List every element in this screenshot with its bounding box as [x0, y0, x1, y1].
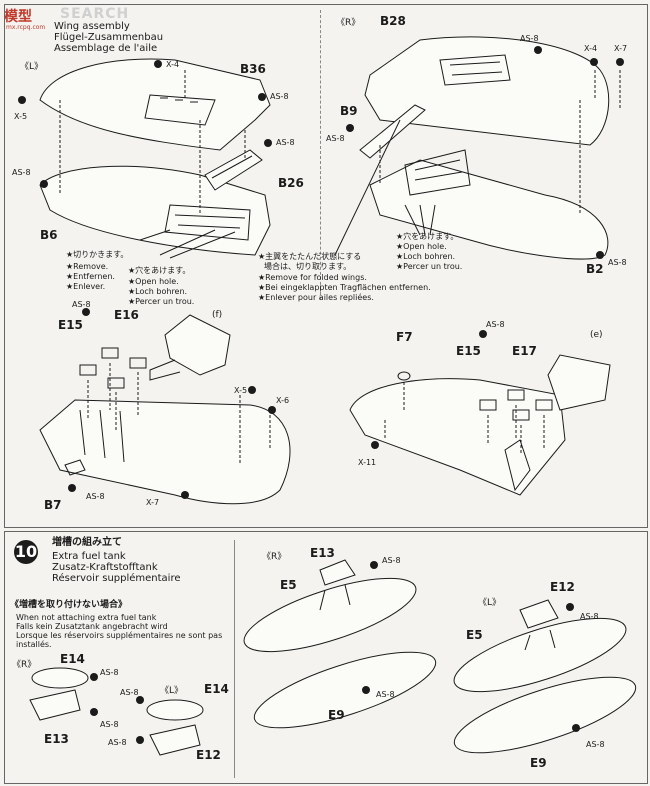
part-as8-small-r-a: AS-8: [100, 668, 119, 677]
part-x7-right: X-7: [614, 44, 628, 53]
part-e17-lr: E17: [512, 344, 537, 358]
part-e16-ll: E16: [114, 308, 139, 322]
note-hole-right-jp: ★穴をあけます。: [396, 232, 459, 241]
part-x5-left: X-5: [14, 112, 28, 121]
part-e12-tank-l: E12: [550, 580, 575, 594]
step9-title-fr: Assemblage de l'aile: [54, 43, 158, 54]
part-e9-tank-l: E9: [530, 756, 547, 770]
part-x4-right: X-4: [584, 44, 598, 53]
step10-sub-fr1: Lorsque les réservoirs supplémentaires n…: [16, 631, 223, 640]
step10-sub-en: When not attaching extra fuel tank: [16, 613, 157, 622]
small-l-side: 《L》: [160, 686, 184, 696]
note-hole-right-fr: ★Percer un trou.: [396, 262, 463, 271]
flap-label-e: (e): [590, 330, 603, 340]
part-as8-small-l-a: AS-8: [120, 688, 139, 697]
note-cut-en: ★Remove.: [66, 262, 109, 271]
note-folded-jp1: ★主翼をたたんだ状態にする: [258, 252, 362, 261]
part-e5-tank-r: E5: [280, 578, 297, 592]
watermark-brand-en: SEARCH: [60, 6, 130, 22]
part-e12-small-l: E12: [196, 748, 221, 762]
step10-title-jp: 増槽の組み立て: [52, 537, 122, 548]
note-folded-en: ★Remove for folded wings.: [258, 273, 367, 282]
step10-title-de: Zusatz-Kraftstofftank: [52, 562, 158, 573]
step9-divider: [320, 10, 321, 300]
step10-number: 10: [14, 540, 38, 564]
part-b2: B2: [586, 262, 604, 276]
part-e14-small-r: E14: [60, 652, 85, 666]
part-x6-ll: X-6: [276, 396, 290, 405]
part-as8-small-r-b: AS-8: [100, 720, 119, 729]
part-as8-tank-l-a: AS-8: [580, 612, 599, 621]
part-x4-left: X-4: [166, 60, 180, 69]
part-e15-lr: E15: [456, 344, 481, 358]
part-b9: B9: [340, 104, 358, 118]
part-b7-ll: B7: [44, 498, 62, 512]
part-x5-ll: X-5: [234, 386, 248, 395]
note-hole-right-en: ★Open hole.: [396, 242, 447, 251]
part-as8-right-c: AS-8: [608, 258, 627, 267]
note-folded-jp2: 場合は、切り取ります。: [264, 262, 352, 271]
part-b28: B28: [380, 14, 406, 28]
step9-title-de: Flügel-Zusammenbau: [54, 32, 164, 43]
part-e13-small-r: E13: [44, 732, 69, 746]
part-b6: B6: [40, 228, 58, 242]
note-hole-right-de: ★Loch bohren.: [396, 252, 456, 261]
step9-frame: [4, 4, 648, 528]
part-e15-ll: E15: [58, 318, 83, 332]
part-as8-left-a: AS-8: [270, 92, 289, 101]
small-r-side: 《R》: [12, 660, 37, 670]
part-e13-tank-r: E13: [310, 546, 335, 560]
part-as8-right-a: AS-8: [520, 34, 539, 43]
part-as8-ll-b: AS-8: [86, 492, 105, 501]
flap-label-f: (f): [212, 310, 223, 320]
watermark-brand: 模型: [4, 9, 32, 25]
note-hole-left-jp: ★穴をあけます。: [128, 266, 191, 275]
part-as8-small-l-b: AS-8: [108, 738, 127, 747]
part-as8-tank-r-a: AS-8: [382, 556, 401, 565]
note-folded-de: ★Bei eingeklappten Tragflächen entfernen…: [258, 283, 431, 292]
part-x7-ll: X-7: [146, 498, 160, 507]
part-b36: B36: [240, 62, 266, 76]
step10-sub-jp: 《増槽を取り付けない場合》: [10, 600, 128, 610]
note-cut-de: ★Entfernen.: [66, 272, 115, 281]
step9-title-en: Wing assembly: [54, 21, 130, 32]
part-e5-tank-l: E5: [466, 628, 483, 642]
step10-divider: [234, 540, 235, 778]
part-e14-small-l: E14: [204, 682, 229, 696]
part-as8-left-c: AS-8: [12, 168, 31, 177]
side-label-right: 《R》: [336, 18, 361, 28]
part-b26: B26: [278, 176, 304, 190]
note-hole-left-en: ★Open hole.: [128, 277, 179, 286]
note-cut-jp: ★切りかきます。: [66, 250, 129, 259]
part-f7-lr: F7: [396, 330, 413, 344]
tank-l-side: 《L》: [478, 598, 502, 608]
note-hole-left-de: ★Loch bohren.: [128, 287, 188, 296]
step10-title-en: Extra fuel tank: [52, 551, 126, 562]
side-label-left: 《L》: [20, 62, 44, 72]
part-as8-right-b: AS-8: [326, 134, 345, 143]
part-x11-lr: X-11: [358, 458, 377, 467]
note-cut-fr: ★Enlever.: [66, 282, 106, 291]
part-as8-ll-a: AS-8: [72, 300, 91, 309]
note-folded-fr: ★Enlever pour ailes repliées.: [258, 293, 374, 302]
part-as8-tank-l-b: AS-8: [586, 740, 605, 749]
tank-r-side: 《R》: [262, 552, 287, 562]
note-hole-left-fr: ★Percer un trou.: [128, 297, 195, 306]
step10-frame: [4, 531, 648, 784]
part-e9-tank-r: E9: [328, 708, 345, 722]
step10-sub-de: Falls kein Zusatztank angebracht wird: [16, 622, 168, 631]
step10-title-fr: Réservoir supplémentaire: [52, 573, 181, 584]
watermark-url: mx.rcpq.com: [6, 24, 46, 31]
part-as8-lr: AS-8: [486, 320, 505, 329]
part-as8-tank-r-b: AS-8: [376, 690, 395, 699]
part-as8-left-b: AS-8: [276, 138, 295, 147]
step10-sub-fr2: installés.: [16, 640, 52, 649]
